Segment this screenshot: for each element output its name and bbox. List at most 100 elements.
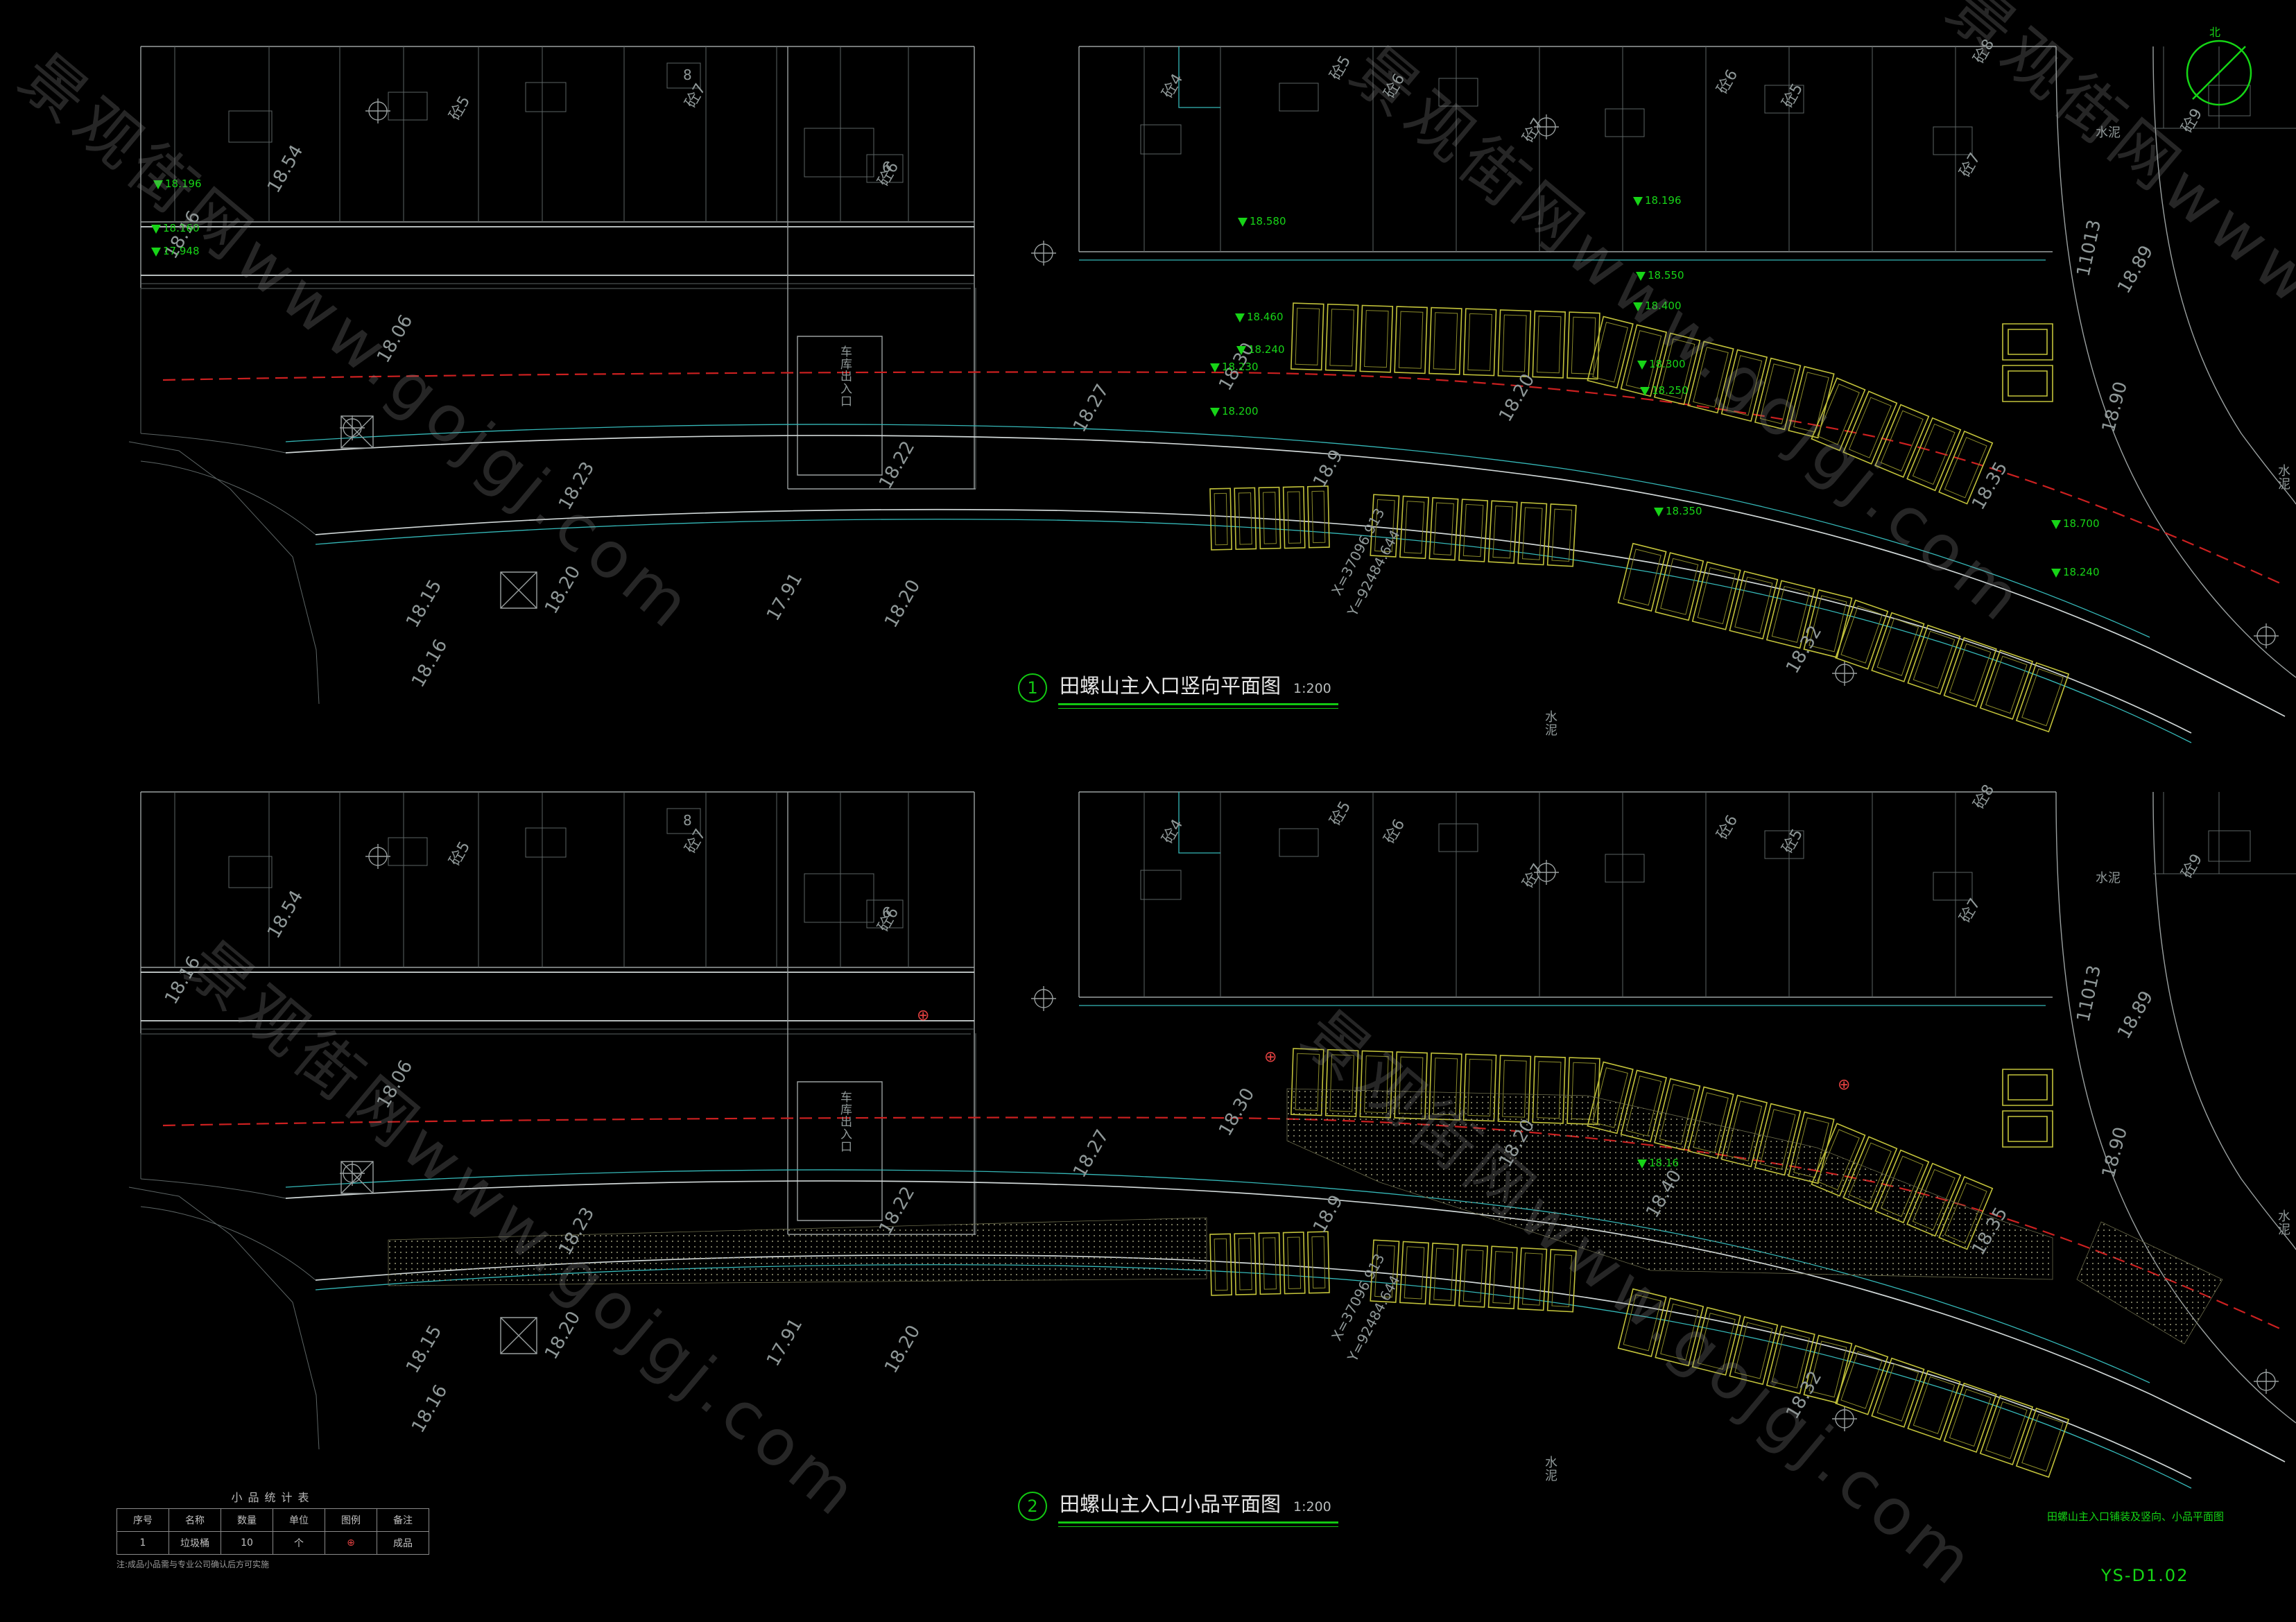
col-legend: 图例 bbox=[325, 1508, 377, 1532]
elevation-label: 砼5 bbox=[1327, 798, 1355, 829]
elevation-label: 18.20 bbox=[1495, 370, 1539, 425]
elevation-label: 18.20 bbox=[541, 1308, 585, 1363]
spot-elevation-value: 18.580 bbox=[1250, 215, 1286, 227]
elevation-label: 18.06 bbox=[373, 311, 417, 366]
spot-elevation-marker bbox=[1633, 302, 1643, 311]
north-circle bbox=[2186, 40, 2252, 106]
statistics-table-grid: 序号 名称 数量 单位 图例 备注 1 垃圾桶 10 个 ⊕ 成品 bbox=[116, 1508, 429, 1555]
plan1-title-underline: 田螺山主入口竖向平面图 1:200 bbox=[1058, 670, 1338, 709]
elevation-label: 18.16 bbox=[408, 636, 451, 691]
elevation-label: 18.16 bbox=[408, 1381, 451, 1436]
cell-unit: 个 bbox=[273, 1531, 325, 1555]
elevation-label: 砼6 bbox=[1381, 71, 1409, 101]
elevation-label: 8 bbox=[683, 812, 692, 829]
elevation-label: 18.32 bbox=[1782, 1368, 1826, 1422]
table-note: 注:成品小品需与专业公司确认后方可实施 bbox=[116, 1560, 270, 1569]
elevation-label: 8 bbox=[683, 67, 692, 83]
plan1-number: 1 bbox=[1018, 673, 1047, 702]
spot-elevation-value: 18.160 bbox=[163, 222, 200, 234]
elevation-label: 砼9 bbox=[2179, 105, 2207, 136]
spot-elevation-marker bbox=[151, 225, 161, 234]
spot-elevation-marker bbox=[151, 248, 161, 257]
spot-elevation-value: 18.240 bbox=[2063, 566, 2100, 578]
spot-elevation-marker bbox=[1640, 387, 1650, 396]
plan1-title-text: 田螺山主入口竖向平面图 bbox=[1060, 674, 1281, 698]
elevation-label: 18.90 bbox=[2098, 379, 2132, 435]
spot-elevation-value: 18.196 bbox=[1645, 194, 1682, 207]
elevation-label: 水泥 bbox=[2278, 464, 2290, 492]
spot-elevation-value: 18.700 bbox=[2063, 517, 2100, 530]
spot-elevation-marker bbox=[2051, 569, 2061, 578]
elevation-label: 18.15 bbox=[402, 576, 446, 631]
spot-elevation-value: 18.16 bbox=[1649, 1157, 1679, 1169]
furniture-symbol: ⊕ bbox=[1264, 1049, 1277, 1066]
elevation-label: 18.90 bbox=[2098, 1125, 2132, 1180]
spot-elevation-marker bbox=[1633, 197, 1643, 206]
furniture-symbol: ⊕ bbox=[917, 1007, 929, 1024]
sheet-number: YS-D1.02 bbox=[2101, 1566, 2189, 1585]
north-needle bbox=[2192, 46, 2246, 100]
elevation-label: 18.23 bbox=[555, 458, 598, 513]
cell-serial: 1 bbox=[116, 1531, 169, 1555]
sheet-caption: 田螺山主入口铺装及竖向、小品平面图 bbox=[2047, 1510, 2225, 1523]
spot-elevation-marker bbox=[1637, 1159, 1647, 1168]
plan2-hatch bbox=[388, 1088, 2223, 1345]
elevation-label: 水泥 bbox=[2278, 1209, 2290, 1237]
furniture-symbol: ⊕ bbox=[1838, 1076, 1850, 1094]
col-remark: 备注 bbox=[377, 1508, 429, 1532]
elevation-label: 17.91 bbox=[763, 569, 806, 624]
elevation-label: 18.20 bbox=[541, 562, 585, 617]
cell-name: 垃圾桶 bbox=[169, 1531, 221, 1555]
elevation-label: 砼8 bbox=[1971, 36, 1999, 67]
elevation-label: 11013 bbox=[2073, 963, 2106, 1024]
spot-elevation-marker bbox=[1636, 272, 1646, 281]
elevation-label: 18.89 bbox=[2114, 987, 2157, 1042]
elevation-label: 18.16 bbox=[161, 953, 205, 1008]
spot-elevation-value: 18.250 bbox=[1652, 384, 1689, 397]
spot-elevation-marker bbox=[1654, 508, 1664, 517]
elevation-label: 车库出入口 bbox=[840, 345, 852, 408]
spot-elevation-marker bbox=[1235, 313, 1245, 322]
col-name: 名称 bbox=[169, 1508, 221, 1532]
col-qty: 数量 bbox=[221, 1508, 273, 1532]
elevation-label: 水泥 bbox=[2096, 126, 2121, 140]
elevation-label: 砼5 bbox=[447, 838, 474, 869]
elevation-label: 水泥 bbox=[2096, 871, 2121, 886]
col-unit: 单位 bbox=[273, 1508, 325, 1532]
elevation-label: 18.20 bbox=[881, 1322, 924, 1377]
elevation-label: 砼7 bbox=[682, 826, 710, 856]
spot-elevation-marker bbox=[1210, 363, 1220, 372]
elevation-label: 18.32 bbox=[1782, 622, 1826, 677]
elevation-label: 砼8 bbox=[1971, 782, 1999, 812]
spot-elevation-value: 18.300 bbox=[1649, 358, 1686, 370]
spot-elevation-marker bbox=[1210, 408, 1220, 417]
elevation-label: 水泥 bbox=[1545, 710, 1557, 738]
elevation-label: 11013 bbox=[2073, 218, 2106, 278]
plan2-title-text: 田螺山主入口小品平面图 bbox=[1060, 1492, 1281, 1516]
plan2-annotations: 18.1618.5418.0618.2318.2018.1518.1617.91… bbox=[161, 782, 2290, 1483]
cell-remark: 成品 bbox=[377, 1531, 429, 1555]
elevation-label: 18.89 bbox=[2114, 242, 2157, 297]
elevation-label: 18.20 bbox=[881, 576, 924, 631]
elevation-label: 17.91 bbox=[763, 1315, 806, 1370]
elevation-label: 砼5 bbox=[1327, 53, 1355, 83]
elevation-label: 砼7 bbox=[682, 80, 710, 111]
spot-elevation-value: 18.200 bbox=[1222, 405, 1259, 417]
spot-elevation-value: 18.550 bbox=[1648, 269, 1684, 282]
cell-legend-icon: ⊕ bbox=[325, 1531, 377, 1555]
elevation-label: 砼7 bbox=[1520, 115, 1548, 146]
plan2-number: 2 bbox=[1018, 1491, 1047, 1521]
spot-elevation-marker bbox=[153, 180, 163, 189]
plan1-geometry bbox=[128, 45, 2296, 744]
plan2-geometry bbox=[128, 791, 2296, 1490]
elevation-label: 18.06 bbox=[373, 1057, 417, 1112]
spot-elevation-value: 17.948 bbox=[163, 245, 200, 257]
table-header-row: 序号 名称 数量 单位 图例 备注 bbox=[116, 1508, 429, 1532]
plan2-scale: 1:200 bbox=[1293, 1499, 1331, 1515]
elevation-label: 砼4 bbox=[1159, 71, 1187, 101]
spot-elevation-value: 18.460 bbox=[1247, 311, 1284, 323]
elevation-label: 砼6 bbox=[1714, 812, 1742, 843]
col-serial: 序号 bbox=[116, 1508, 169, 1532]
